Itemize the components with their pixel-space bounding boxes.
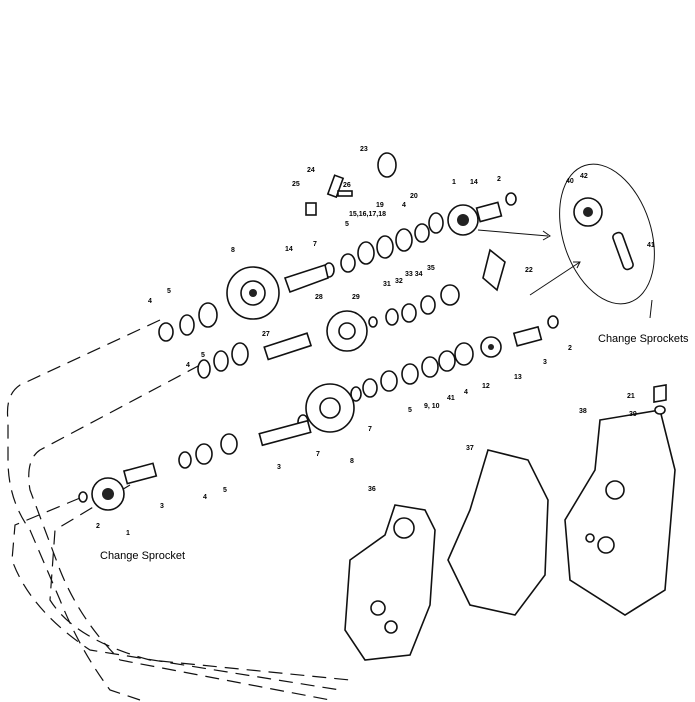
label-21: 21 — [627, 393, 635, 400]
label-26: 26 — [343, 182, 351, 189]
label-39: 39 — [629, 411, 637, 418]
label-37: 37 — [466, 445, 474, 452]
label-4b: 4 — [148, 298, 152, 305]
change-sprockets-callout — [477, 163, 655, 319]
label-33-34: 33 34 — [405, 271, 423, 278]
chain-41-icon — [612, 231, 634, 271]
label-42: 42 — [580, 173, 588, 180]
label-19: 19 — [376, 202, 384, 209]
label-41b: 41 — [447, 395, 455, 402]
label-12: 12 — [482, 383, 490, 390]
label-3b: 3 — [277, 464, 281, 471]
label-4e: 4 — [203, 494, 207, 501]
lower-shaft-assembly — [78, 419, 312, 511]
part-number-labels: 1 2 14 20 4 19 15,16,17,18 5 7 14 8 23 2… — [96, 146, 655, 537]
label-7: 7 — [313, 241, 317, 248]
label-32: 32 — [395, 278, 403, 285]
label-41: 41 — [647, 242, 655, 249]
label-7c: 7 — [316, 451, 320, 458]
label-38: 38 — [579, 408, 587, 415]
label-4d: 4 — [464, 389, 468, 396]
label-5e: 5 — [223, 487, 227, 494]
label-1: 1 — [452, 179, 456, 186]
label-5: 5 — [345, 221, 349, 228]
cover-gaskets — [344, 384, 676, 661]
label-24: 24 — [307, 167, 315, 174]
label-31: 31 — [383, 281, 391, 288]
label-14b: 14 — [285, 246, 293, 253]
change-sprocket-caption: Change Sprocket — [100, 550, 185, 562]
change-sprockets-caption: Change Sprockets — [598, 333, 689, 345]
label-35: 35 — [427, 265, 435, 272]
label-25: 25 — [292, 181, 300, 188]
label-15-18: 15,16,17,18 — [349, 211, 386, 218]
label-29: 29 — [352, 294, 360, 301]
label-3c: 3 — [160, 503, 164, 510]
label-5d: 5 — [408, 407, 412, 414]
label-2: 2 — [497, 176, 501, 183]
label-5b: 5 — [167, 288, 171, 295]
upper-shaft-assembly — [158, 152, 517, 342]
label-36: 36 — [368, 486, 376, 493]
label-8b: 8 — [350, 458, 354, 465]
label-9-10: 9, 10 — [424, 403, 440, 410]
label-27: 27 — [262, 331, 270, 338]
label-22: 22 — [525, 267, 533, 274]
label-4: 4 — [402, 202, 406, 209]
label-40: 40 — [566, 178, 574, 185]
middle-shaft-assembly — [197, 248, 559, 433]
label-3: 3 — [543, 359, 547, 366]
label-7b: 7 — [368, 426, 372, 433]
label-5c: 5 — [201, 352, 205, 359]
dashed-guide-lines — [6, 319, 351, 701]
label-23: 23 — [360, 146, 368, 153]
label-28: 28 — [315, 294, 323, 301]
label-4c: 4 — [186, 362, 190, 369]
label-14: 14 — [470, 179, 478, 186]
label-8: 8 — [231, 247, 235, 254]
label-20: 20 — [410, 193, 418, 200]
label-2c: 2 — [96, 523, 100, 530]
label-2b: 2 — [568, 345, 572, 352]
label-13: 13 — [514, 374, 522, 381]
label-1b: 1 — [126, 530, 130, 537]
